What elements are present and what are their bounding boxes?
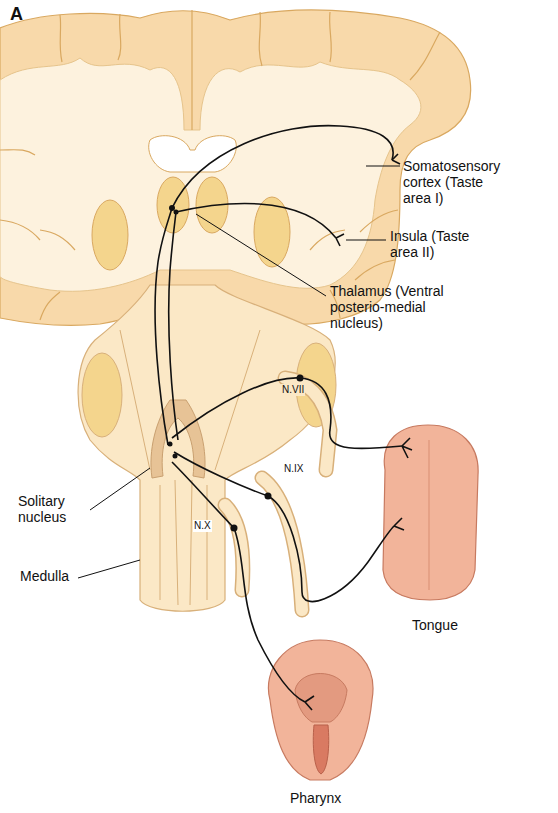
organ-label: Tongue: [412, 617, 458, 633]
structure-label: Medulla: [20, 568, 69, 584]
taste-pathway: [155, 126, 412, 710]
nerve-strips: [225, 378, 330, 610]
nerve-label: N.VII: [281, 384, 305, 396]
region-label: Insula (Taste area II): [390, 228, 495, 260]
region-label: Thalamus (Ventral posterio-medial nucleu…: [330, 283, 458, 331]
brain-white-matter: [0, 58, 421, 291]
organ-label: Pharynx: [290, 790, 341, 806]
pharynx-inner: [295, 674, 347, 723]
region-label: Somatosensory cortex (Taste area I): [403, 158, 515, 206]
medulla-lines: [120, 330, 260, 605]
sulci: [0, 10, 440, 320]
uvula: [313, 725, 328, 774]
cerebellar-peduncle: [82, 353, 122, 437]
tongue-groove: [429, 440, 430, 590]
nerve-label: N.IX: [283, 463, 304, 475]
pharynx-shape: [268, 640, 373, 780]
ganglion-dots: [168, 205, 304, 532]
brain-cortex: [0, 10, 471, 325]
nerve-label: N.X: [193, 520, 212, 532]
leader-lines: [78, 166, 400, 578]
tongue-shape: [383, 425, 478, 600]
panel-letter: A: [10, 4, 23, 25]
brainstem: [78, 285, 335, 611]
basal-ganglia: [92, 200, 128, 270]
structure-label: Solitary nucleus: [18, 493, 98, 525]
